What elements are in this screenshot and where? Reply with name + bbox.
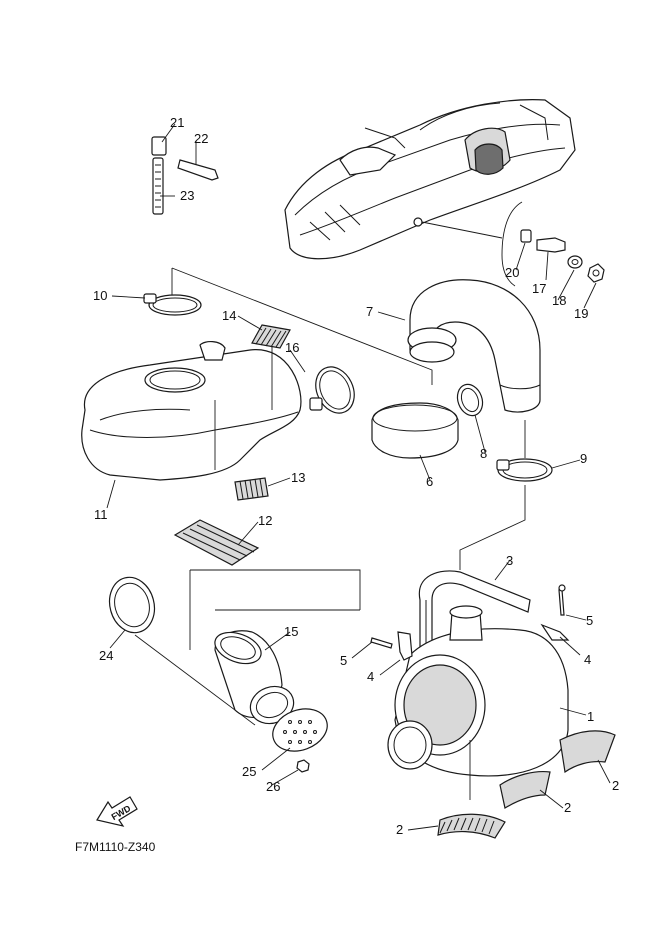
fitting-assembly xyxy=(520,229,605,283)
callout-leaders xyxy=(106,123,611,831)
connection-line-c xyxy=(189,569,361,650)
callout-11: 11 xyxy=(94,507,108,522)
pad-14 xyxy=(251,324,291,349)
callout-labels: 21 22 23 10 14 16 7 20 17 18 19 8 9 6 13… xyxy=(93,115,619,837)
callout-17: 17 xyxy=(532,281,546,296)
leader-craft-fitting xyxy=(421,221,503,239)
callout-24: 24 xyxy=(99,648,113,663)
callout-4-right: 4 xyxy=(584,652,591,667)
callout-12: 12 xyxy=(258,513,272,528)
callout-19: 19 xyxy=(574,306,588,321)
callout-6: 6 xyxy=(426,474,433,489)
connection-line-d xyxy=(459,485,526,570)
callout-3: 3 xyxy=(506,553,513,568)
callout-4-left: 4 xyxy=(367,669,374,684)
clamp-8 xyxy=(456,383,484,417)
callout-20: 20 xyxy=(505,265,519,280)
callout-7: 7 xyxy=(366,304,373,319)
callout-5-right: 5 xyxy=(586,613,593,628)
water-lock-tank xyxy=(81,330,302,481)
connection-line-a xyxy=(171,267,433,385)
clamp-9 xyxy=(496,420,553,482)
callout-14: 14 xyxy=(222,308,236,323)
screen-25 xyxy=(249,685,328,752)
pad-13 xyxy=(234,477,269,501)
callout-2-mid: 2 xyxy=(564,800,571,815)
callout-1: 1 xyxy=(587,709,594,724)
diagram-code: F7M1110-Z340 xyxy=(75,840,156,854)
connector-6 xyxy=(371,402,459,459)
hose-7 xyxy=(407,279,541,413)
nut-26 xyxy=(296,759,310,773)
ring-24 xyxy=(108,576,256,726)
callout-18: 18 xyxy=(552,293,566,308)
callout-5-left: 5 xyxy=(340,653,347,668)
callout-15: 15 xyxy=(284,624,298,639)
callout-8: 8 xyxy=(480,446,487,461)
callout-21: 21 xyxy=(170,115,184,130)
cable-tie-group xyxy=(151,136,219,215)
watercraft-illustration xyxy=(284,99,576,260)
callout-22: 22 xyxy=(194,131,208,146)
callout-10: 10 xyxy=(93,288,107,303)
callout-23: 23 xyxy=(180,188,194,203)
pad-12 xyxy=(173,519,260,566)
pads-2 xyxy=(437,730,616,839)
bracket-line xyxy=(501,201,523,287)
callout-2-left: 2 xyxy=(396,822,403,837)
callout-16: 16 xyxy=(285,340,299,355)
brackets-and-bolts xyxy=(370,584,570,661)
callout-13: 13 xyxy=(291,470,305,485)
duct-15 xyxy=(214,630,283,719)
strap-3 xyxy=(418,570,531,651)
callout-9: 9 xyxy=(580,451,587,466)
air-box-1 xyxy=(387,605,569,800)
clamp-16 xyxy=(309,366,355,414)
callout-25: 25 xyxy=(242,764,256,779)
callout-2-right: 2 xyxy=(612,778,619,793)
callout-26: 26 xyxy=(266,779,280,794)
forward-direction-arrow: FWD xyxy=(96,796,138,827)
clamp-10 xyxy=(143,293,202,316)
